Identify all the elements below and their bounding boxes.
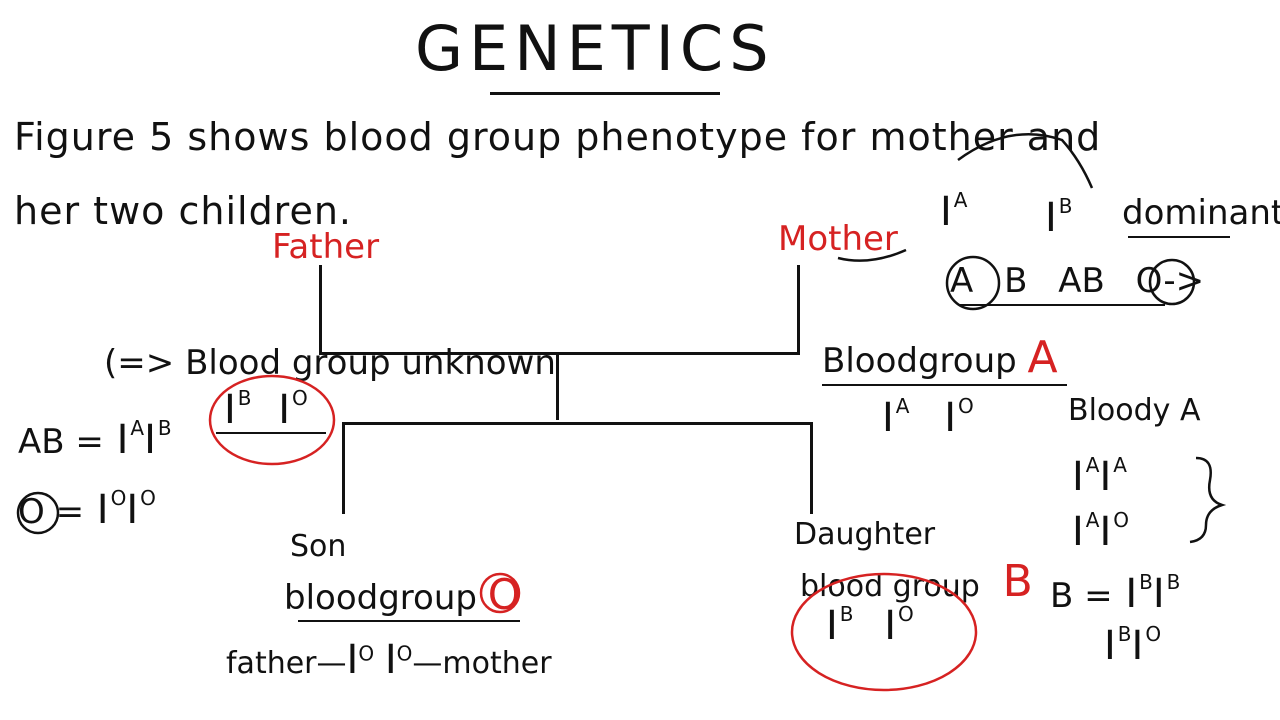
son-label: Son [290,529,347,564]
descent-line [556,355,559,420]
order-ab: AB [1058,261,1105,301]
mother-blood-group: Bloodgroup A [822,332,1058,383]
daughter-vertical-line [810,422,813,514]
father-vertical-line [319,265,322,355]
children-horizontal-line [342,422,812,425]
father-note: (=> Blood group unknown [104,343,556,383]
page-title: GENETICS [415,12,775,85]
mother-label-underline [837,248,907,262]
order-a: A [950,261,974,301]
dominant-underline [1128,236,1230,238]
son-blood-group: bloodgroup O [284,570,521,619]
son-blood-group-underline [298,620,520,622]
order-o-circle [1148,258,1196,306]
parents-horizontal-line [319,352,800,355]
mother-vertical-line [797,265,800,353]
daughter-genotype-circle [790,572,978,692]
statement-line-1: Figure 5 shows blood group phenotype for… [14,115,1102,159]
son-genotype: father—IO IO—mother [226,637,552,683]
mother-blood-group-underline [822,384,1067,386]
mother-options-brace [1189,456,1227,544]
dominant-label: dominant [1122,193,1280,233]
son-vertical-line [342,422,345,514]
dominance-arc [957,133,1094,189]
title-underline [490,92,720,95]
left-o-circle [16,491,60,535]
daughter-label: Daughter [794,517,936,552]
order-underline [960,304,1165,306]
statement-line-2: her two children. [14,189,353,233]
son-o-circle [479,572,521,614]
father-genotype-circle [208,374,336,466]
order-b: B [1004,261,1028,301]
mother-options-title: Bloody A [1068,393,1201,428]
order-arrow: -> [1163,261,1205,301]
father-genotype-underline [216,432,326,434]
father-label: Father [272,227,380,267]
daughter-blood-group: blood group B [800,556,1033,607]
mother-label: Mother [778,219,898,259]
order-a-circle [945,255,1001,311]
